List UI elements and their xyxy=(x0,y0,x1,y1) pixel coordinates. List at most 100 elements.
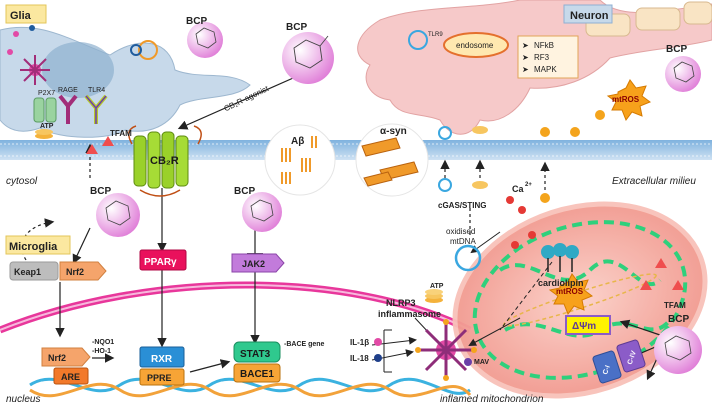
label-atp-mito: ATP xyxy=(430,283,444,290)
nrf2-cytosol-box xyxy=(59,261,107,281)
label-c4: C-IV xyxy=(627,350,638,366)
label-il18: IL-18 xyxy=(350,354,369,363)
arrow-agonist-to-cb2r xyxy=(177,74,301,130)
label-il1b: IL-1β xyxy=(350,338,369,347)
label-are: ARE xyxy=(61,372,80,382)
are-box xyxy=(53,367,89,385)
label-asyn: α-syn xyxy=(380,126,407,137)
label-nqo1: -NQO1 xyxy=(92,339,114,346)
label-ca-sup: 2+ xyxy=(525,182,532,188)
p2x7-receptor xyxy=(33,97,45,123)
bcp-sphere-mito xyxy=(654,326,702,374)
label-mtros-top: mtROS xyxy=(612,95,640,104)
label-nlrp3: NLRP3 xyxy=(386,298,416,308)
label-keap1: Keap1 xyxy=(14,267,41,277)
label-nrf2-nucleus: Nrf2 xyxy=(48,353,66,363)
label-tfam-glia: TFAM xyxy=(110,129,132,138)
label-dpsi: ΔΨm xyxy=(572,321,596,332)
label-p2x7: P2X7 xyxy=(38,90,55,97)
label-microglia: Microglia xyxy=(9,241,58,253)
label-glia: Glia xyxy=(10,10,32,22)
label-ho1: -HO-1 xyxy=(92,348,111,355)
label-oxidised: oxidised xyxy=(446,227,475,236)
label-bcp-1: BCP xyxy=(186,16,207,27)
label-mav: MAV xyxy=(474,359,489,366)
label-bace1: BACE1 xyxy=(240,369,274,380)
arrow-keap1-curve xyxy=(21,218,55,261)
label-bcp-6: BCP xyxy=(668,314,689,325)
bcp-sphere-top-left xyxy=(187,22,223,58)
oxidised-mtdna-ring xyxy=(454,244,482,272)
bace1-box xyxy=(233,363,281,383)
mito-cristae xyxy=(498,259,662,287)
label-mtros-mito: mtROS xyxy=(556,287,584,296)
tfam-triangles-glia xyxy=(86,136,114,154)
complex-i xyxy=(592,350,622,384)
label-pparg: PPARγ xyxy=(144,257,177,268)
svg-text:➤: ➤ xyxy=(522,65,529,74)
label-rage: RAGE xyxy=(58,87,78,94)
label-cardiolipin: cardiolipin xyxy=(538,278,584,288)
label-tlr4: TLR4 xyxy=(88,87,105,94)
dna-strand-2 xyxy=(29,382,472,398)
arrow-bcp-to-nrf2 xyxy=(72,227,91,265)
dna-strand-1 xyxy=(29,377,471,395)
bcp-sphere-agonist xyxy=(282,32,334,84)
label-bcp-2: BCP xyxy=(286,22,307,33)
keap1-box xyxy=(9,261,59,281)
pparg-box xyxy=(139,249,187,271)
label-abeta: Aβ xyxy=(291,136,304,147)
label-stat3: STAT3 xyxy=(240,349,271,360)
label-extracellular: Extracellular milieu xyxy=(612,176,696,187)
label-cgas: cGAS/STING xyxy=(438,201,486,210)
cb2r-receptor xyxy=(128,125,202,197)
mtros-burst-top xyxy=(606,79,652,122)
label-endosome: endosome xyxy=(456,41,494,50)
svg-text:➤: ➤ xyxy=(522,53,529,62)
label-c1: C-I xyxy=(602,364,612,375)
label-mapk: MAPK xyxy=(534,65,557,74)
label-neuron: Neuron xyxy=(570,10,609,22)
bcp-sphere-microglia-1 xyxy=(96,193,140,237)
glia-nucleus xyxy=(42,42,114,98)
label-cytosol: cytosol xyxy=(6,176,38,187)
label-ppre: PPRE xyxy=(147,373,172,383)
cardiolipin-cluster xyxy=(541,243,579,272)
rxr-box xyxy=(139,346,185,368)
label-inflammasome: inflammasome xyxy=(378,309,441,319)
label-rxr: RXR xyxy=(151,354,173,365)
label-mtdna: mtDNA xyxy=(450,237,476,246)
label-nrf2-cytosol: Nrf2 xyxy=(66,267,84,277)
endosome xyxy=(443,32,509,58)
complex-iv xyxy=(616,339,646,373)
tfam-triangles-mito xyxy=(640,258,684,290)
jak2-box xyxy=(231,253,285,273)
bcp-sphere-microglia-2 xyxy=(242,192,282,232)
label-bace-gene: -BACE gene xyxy=(284,341,325,348)
label-nfkb: NFkB xyxy=(534,41,554,50)
rage-receptor xyxy=(58,94,78,124)
bcp-sphere-neuron xyxy=(665,56,701,92)
axon-seg-3 xyxy=(683,1,712,25)
label-rf3: RF3 xyxy=(534,53,550,62)
label-bcp-4: BCP xyxy=(234,186,255,197)
nrf2-nucleus-box xyxy=(41,347,91,367)
label-inflamed-mito: inflamed mitochondrion xyxy=(440,394,544,405)
label-ca: Ca xyxy=(512,184,524,194)
stat3-box xyxy=(233,341,281,363)
label-nucleus: nucleus xyxy=(6,394,40,405)
ppre-box xyxy=(139,368,185,386)
atp-stack-glia xyxy=(35,129,53,139)
label-tfam-mito: TFAM xyxy=(664,301,686,310)
label-tlr9: TLR9 xyxy=(428,32,443,38)
label-bcp-5: BCP xyxy=(666,44,687,55)
mtros-burst-mito xyxy=(548,273,594,316)
label-bcp-3: BCP xyxy=(90,186,111,197)
label-atp-glia: ATP xyxy=(40,123,54,130)
delta-psi-box xyxy=(565,315,611,335)
nlrp3-inflammasome xyxy=(415,319,477,381)
tlr9-ring xyxy=(408,30,428,50)
axon-seg-2 xyxy=(635,7,681,31)
